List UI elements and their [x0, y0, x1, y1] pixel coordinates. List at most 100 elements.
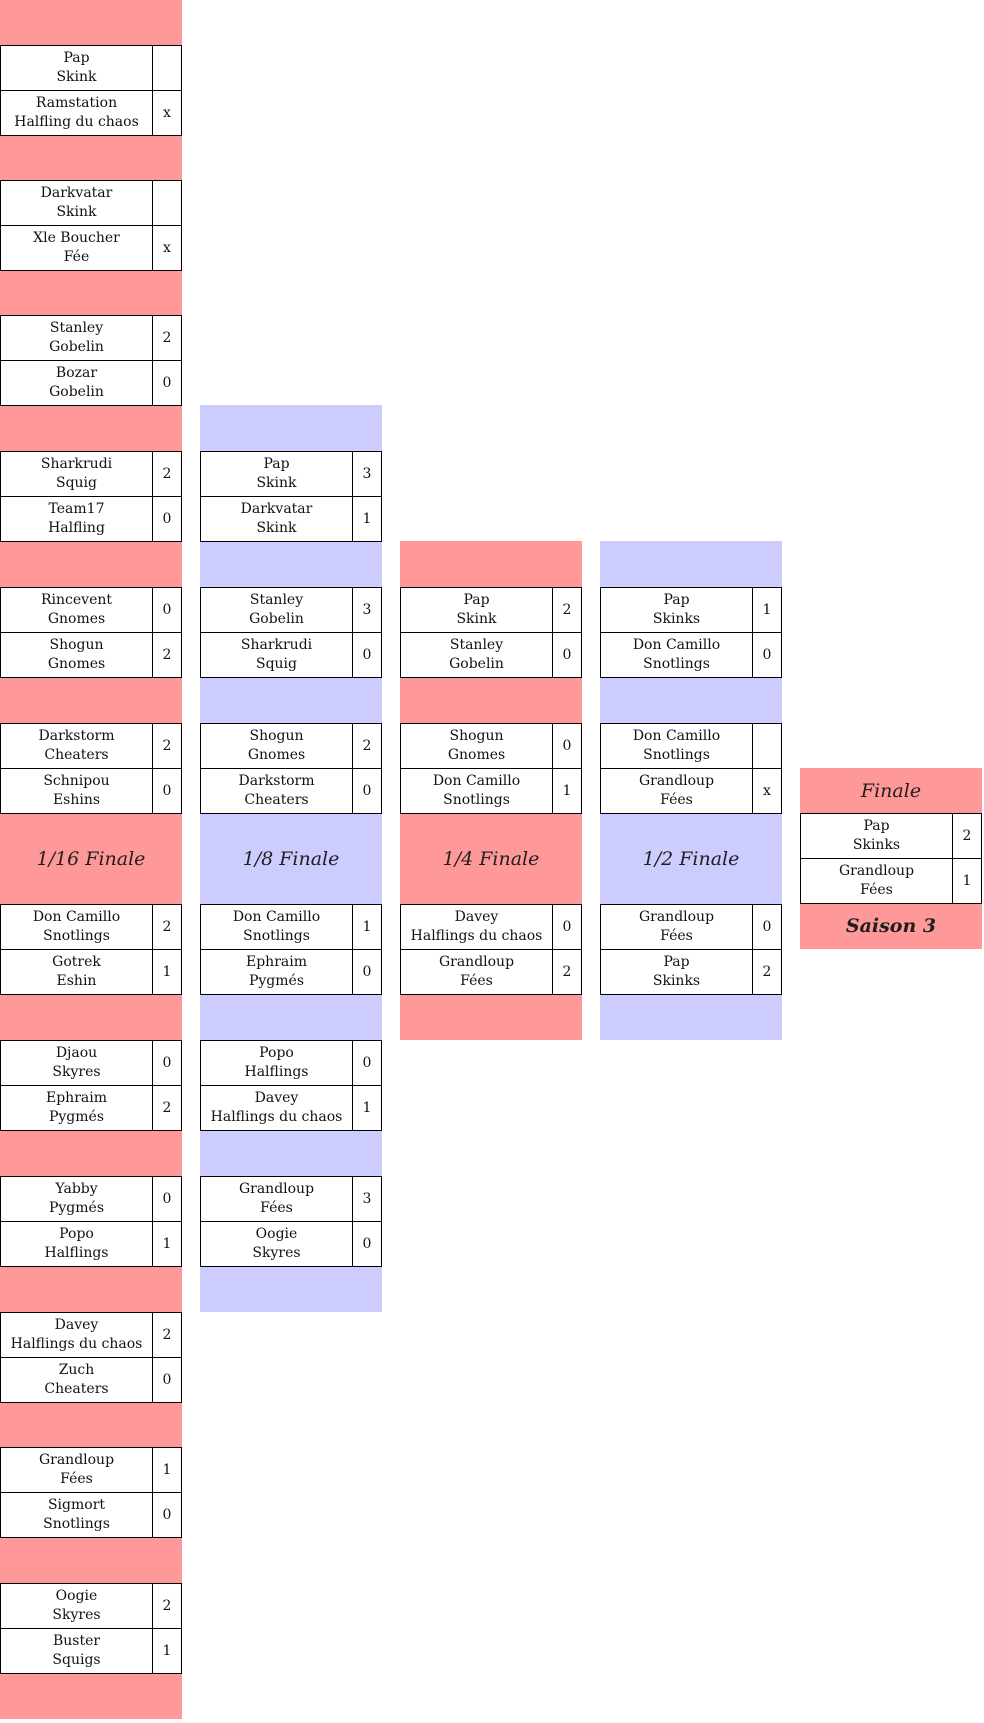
team-race: Squig — [255, 656, 297, 672]
player-name: Pap — [263, 456, 290, 472]
round-title: 1/2 Finale — [642, 847, 740, 870]
team-race: Fée — [63, 249, 90, 265]
team-race: Snotlings — [643, 747, 710, 763]
score-cell: x — [752, 768, 782, 814]
team-race: Gobelin — [249, 611, 304, 627]
round-title: Finale — [860, 779, 922, 802]
score-cell: 0 — [152, 360, 182, 406]
team-race: Halfling — [48, 520, 105, 536]
round-title: 1/8 Finale — [242, 847, 340, 870]
team-race: Snotlings — [243, 928, 310, 944]
player-name: Grandloup — [638, 909, 715, 925]
player-name: Popo — [259, 1045, 294, 1061]
round-1-band — [0, 1402, 182, 1447]
score-cell: 0 — [752, 904, 782, 950]
player-name: Stanley — [49, 320, 104, 336]
season-title: Saison 3 — [845, 915, 937, 937]
score-cell: 2 — [152, 1583, 182, 1629]
team-race: Gnomes — [47, 656, 106, 672]
team-race: Halflings du chaos — [410, 928, 543, 944]
score-cell: 0 — [152, 496, 182, 542]
player-name: Pap — [663, 954, 690, 970]
player-name: Darkstorm — [38, 728, 115, 744]
player-name: Grandloup — [438, 954, 515, 970]
player-name: Grandloup — [638, 773, 715, 789]
round-4-label-band — [600, 813, 782, 904]
team-race: Fées — [660, 928, 693, 944]
score-cell: 2 — [152, 1085, 182, 1131]
round-2-band — [200, 677, 382, 723]
player-name: Don Camillo — [432, 773, 521, 789]
player-name: Don Camillo — [632, 728, 721, 744]
team-race: Squig — [55, 475, 97, 491]
score-cell: 2 — [152, 451, 182, 497]
round-1-band — [0, 1266, 182, 1312]
score-cell: 3 — [352, 587, 382, 633]
score-cell: 1 — [752, 587, 782, 633]
team-race: Fées — [860, 882, 893, 898]
player-name: Don Camillo — [32, 909, 121, 925]
team-race: Skink — [456, 611, 497, 627]
player-name: Team17 — [48, 501, 105, 517]
score-cell: 2 — [552, 949, 582, 995]
round-2-label-band — [200, 813, 382, 904]
player-name: Sharkrudi — [40, 456, 113, 472]
round-1-band — [0, 677, 182, 723]
player-name: Shogun — [249, 728, 304, 744]
score-cell: 1 — [352, 496, 382, 542]
player-name: Davey — [454, 909, 499, 925]
round-3-band — [400, 677, 582, 723]
team-race: Halflings — [244, 1064, 309, 1080]
team-race: Skyres — [52, 1607, 101, 1623]
round-1-band — [0, 1537, 182, 1583]
player-name: Oogie — [255, 1226, 298, 1242]
team-race: Skinks — [652, 973, 701, 989]
team-race: Gobelin — [49, 339, 104, 355]
team-race: Halfling du chaos — [14, 114, 139, 130]
team-race: Pygmés — [248, 973, 305, 989]
player-name: Davey — [254, 1090, 299, 1106]
score-cell: 1 — [152, 949, 182, 995]
score-cell: 2 — [952, 813, 982, 859]
player-name: Rincevent — [41, 592, 112, 608]
score-cell: 0 — [352, 1221, 382, 1267]
score-cell — [152, 180, 182, 226]
score-cell: 0 — [552, 632, 582, 678]
score-cell: 0 — [152, 768, 182, 814]
team-race: Skyres — [252, 1245, 301, 1261]
team-race: Halflings du chaos — [210, 1109, 343, 1125]
team-race: Fées — [660, 792, 693, 808]
team-race: Gobelin — [49, 384, 104, 400]
round-2-band — [200, 541, 382, 587]
round-2-band — [200, 1266, 382, 1312]
team-race: Skink — [256, 475, 297, 491]
player-name: Shogun — [449, 728, 504, 744]
score-cell: 0 — [152, 1176, 182, 1222]
round-1-band — [0, 1130, 182, 1176]
score-cell — [152, 45, 182, 91]
round-1-band — [0, 135, 182, 180]
team-race: Squigs — [52, 1652, 101, 1668]
team-race: Cheaters — [44, 1381, 109, 1397]
player-name: Pap — [863, 818, 890, 834]
